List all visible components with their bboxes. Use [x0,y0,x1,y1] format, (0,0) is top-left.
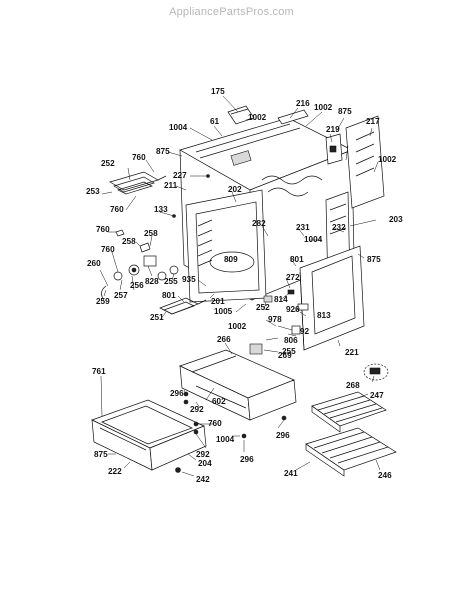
broil-pan-247 [311,391,387,433]
callout-202: 202 [228,185,242,194]
callout-760-a: 760 [132,153,146,162]
leader-lines [99,95,381,477]
callout-760-e: 760 [208,419,222,428]
callout-809: 809 [224,255,238,264]
callout-296-c: 296 [240,455,254,464]
fasteners [175,391,287,473]
callout-92: 92 [300,327,310,336]
callout-602: 602 [212,397,226,406]
back-panel-217 [345,115,385,209]
callout-292-a: 292 [190,405,204,414]
callout-760-b: 760 [110,205,124,214]
callout-813: 813 [317,311,331,320]
callout-133: 133 [154,205,168,214]
callout-259: 259 [96,297,110,306]
callout-labels: 175 1002 216 1002 875 217 1004 61 219 87… [86,87,403,484]
callout-875-b: 875 [156,147,170,156]
callout-814: 814 [274,295,288,304]
callout-828: 828 [145,277,159,286]
callout-260: 260 [87,259,101,268]
callout-268: 268 [346,381,360,390]
callout-203: 203 [389,215,403,224]
callout-935: 935 [182,275,196,284]
callout-232: 232 [332,223,346,232]
callout-231: 231 [296,223,310,232]
oven-cabinet [172,117,355,303]
callout-292-b: 292 [196,450,210,459]
callout-222: 222 [108,467,122,476]
top-bracket-216 [277,109,309,125]
callout-875-a: 875 [338,107,352,116]
callout-204: 204 [198,459,212,468]
broil-element-252 [109,171,167,195]
callout-1002-a: 1002 [248,113,267,122]
callout-1002-b: 1002 [314,103,333,112]
callout-258-b: 258 [122,237,136,246]
callout-296-b: 296 [276,431,290,440]
callout-61: 61 [210,117,220,126]
callout-242: 242 [196,475,210,484]
callout-760-c: 760 [96,225,110,234]
callout-296-a: 296 [170,389,184,398]
callout-252-b: 252 [256,303,270,312]
callout-1004-c: 1004 [216,435,235,444]
callout-272: 272 [286,273,300,282]
callout-1002-c: 1002 [378,155,397,164]
callout-1005: 1005 [214,307,233,316]
callout-216: 216 [296,99,310,108]
bake-element-251 [159,297,207,315]
callout-252-a: 252 [101,159,115,168]
callout-1004-b: 1004 [304,235,323,244]
callout-806: 806 [284,336,298,345]
callout-269: 269 [278,351,292,360]
callout-175: 175 [211,87,225,96]
callout-221: 221 [345,348,359,357]
callout-875-c: 875 [367,255,381,264]
callout-258-a: 258 [144,229,158,238]
callout-266: 266 [217,335,231,344]
callout-227: 227 [173,171,187,180]
callout-253: 253 [86,187,100,196]
callout-217: 217 [366,117,380,126]
callout-1002-d: 1002 [228,322,247,331]
left-components [101,229,179,301]
watermark: AppliancePartsPros.com [169,6,294,18]
callout-875-d: 875 [94,450,108,459]
callout-251: 251 [150,313,164,322]
callout-241: 241 [284,469,298,478]
callout-978: 978 [268,315,282,324]
callout-282: 282 [252,219,266,228]
callout-761: 761 [92,367,106,376]
callout-219: 219 [326,125,340,134]
callout-801-a: 801 [290,255,304,264]
callout-256: 256 [130,281,144,290]
callout-201: 201 [211,297,225,306]
callout-211: 211 [164,181,178,190]
callout-926: 926 [286,305,300,314]
oven-door-221 [299,245,365,351]
callout-255-b: 255 [282,347,296,356]
callout-760-d: 760 [101,245,115,254]
callout-255-a: 255 [164,277,178,286]
part-268 [363,363,389,381]
drawer-frame-266 [179,343,297,421]
oven-rack-241 [305,427,397,477]
terminal-block-219 [325,133,343,165]
callout-246: 246 [378,471,392,480]
callout-257: 257 [114,291,128,300]
callout-247: 247 [370,391,384,400]
storage-drawer-222 [91,399,207,471]
callout-801-b: 801 [162,291,176,300]
callout-1004-a: 1004 [169,123,188,132]
